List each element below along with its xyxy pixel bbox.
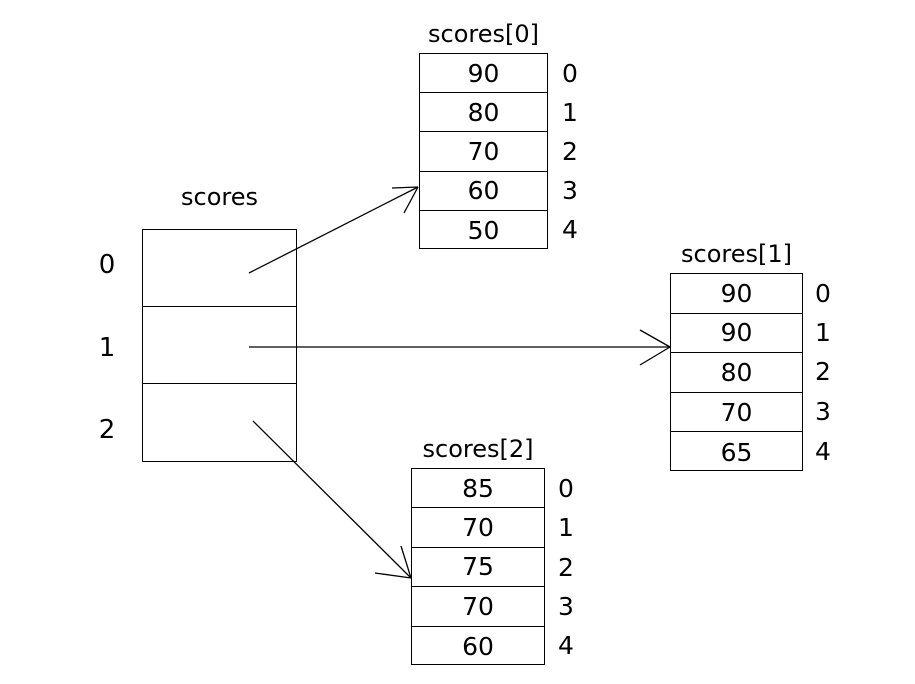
- scores1-cell-2[interactable]: 80: [671, 353, 802, 393]
- scores2-cell-2[interactable]: 75: [412, 548, 544, 588]
- scores0-index-4: 4: [562, 215, 578, 244]
- pointer-array-table: [142, 229, 297, 462]
- pointer-array-title: scores: [181, 183, 258, 211]
- scores1-cell-3[interactable]: 70: [671, 393, 802, 433]
- scores0-index-2: 2: [562, 137, 578, 166]
- pointer-cell-1[interactable]: [143, 307, 296, 384]
- scores1-cell-1[interactable]: 90: [671, 314, 802, 354]
- scores2-index-3: 3: [558, 592, 574, 621]
- scores2-array: 85 70 75 70 60: [411, 468, 545, 665]
- scores2-cell-4[interactable]: 60: [462, 631, 494, 661]
- scores1-index-3: 3: [815, 397, 831, 426]
- scores0-cell-4[interactable]: 50: [467, 215, 500, 245]
- scores1-index-0: 0: [815, 279, 831, 308]
- scores1-index-4: 4: [815, 437, 831, 466]
- scores2-cell-3[interactable]: 70: [412, 587, 544, 627]
- scores0-title: scores[0]: [428, 20, 539, 48]
- scores0-cell-2[interactable]: 70: [420, 132, 547, 172]
- scores2-index-4: 4: [558, 631, 574, 660]
- scores0-index-column: 0 1 2 3 4: [562, 53, 588, 249]
- scores1-index-2: 2: [815, 357, 831, 386]
- scores0-cell-1[interactable]: 80: [420, 93, 547, 133]
- scores0-cell-0[interactable]: 90: [420, 54, 547, 94]
- scores1-index-column: 0 1 2 3 4: [815, 273, 841, 471]
- scores1-index-1: 1: [815, 318, 831, 347]
- scores1-array: 90 90 80 70 65: [670, 273, 803, 471]
- scores2-index-1: 1: [558, 513, 574, 542]
- pointer-index-0: 0: [98, 250, 116, 280]
- scores0-index-3: 3: [562, 176, 578, 205]
- scores2-index-2: 2: [558, 553, 574, 582]
- pointer-index-1: 1: [98, 333, 116, 363]
- scores2-index-column: 0 1 2 3 4: [558, 468, 584, 665]
- scores2-title: scores[2]: [422, 435, 534, 463]
- scores2-cell-0[interactable]: 85: [412, 469, 544, 509]
- pointer-index-2: 2: [98, 415, 116, 445]
- scores0-index-1: 1: [562, 98, 578, 127]
- scores2-index-0: 0: [558, 474, 574, 503]
- scores0-array: 90 80 70 60 50: [419, 53, 548, 249]
- scores2-cell-1[interactable]: 70: [412, 508, 544, 548]
- scores1-cell-4[interactable]: 65: [720, 437, 753, 467]
- scores0-cell-3[interactable]: 60: [420, 172, 547, 211]
- scores1-cell-0[interactable]: 90: [671, 274, 802, 314]
- arrow-pointer-1-to-scores1: [249, 329, 671, 366]
- scores1-title: scores[1]: [681, 240, 792, 268]
- pointer-cell-0[interactable]: [143, 230, 296, 307]
- pointer-cell-2[interactable]: [143, 384, 296, 461]
- scores0-index-0: 0: [562, 59, 578, 88]
